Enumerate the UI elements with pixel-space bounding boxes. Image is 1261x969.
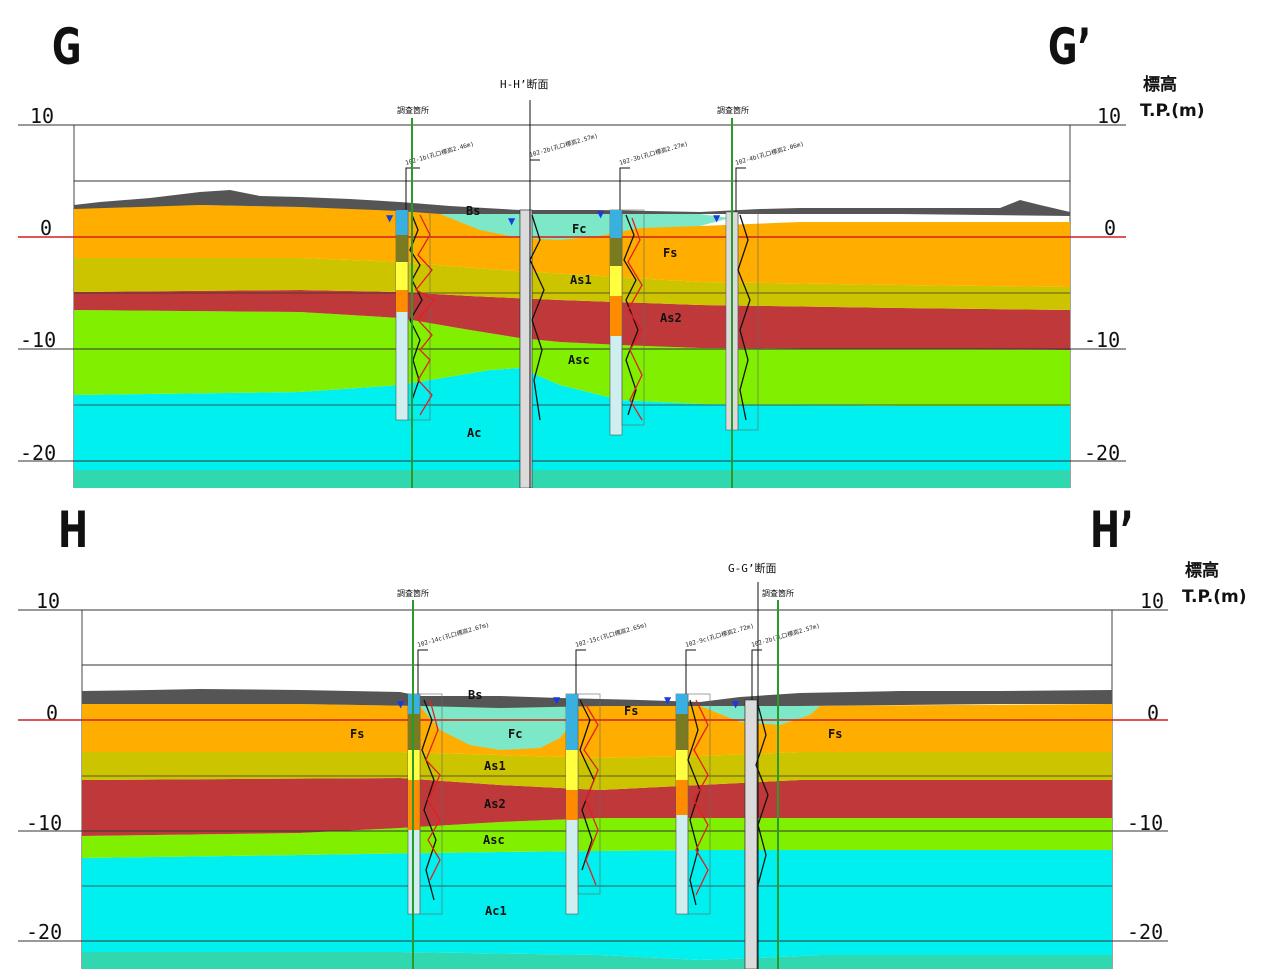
tick-right-minus20: -20 xyxy=(1084,441,1121,465)
cross-section-ref-label: H-H’断面 xyxy=(500,77,549,91)
stratum-label-fc: Fc xyxy=(572,222,586,236)
layer-bs xyxy=(74,190,1070,216)
layer-ac xyxy=(74,368,1070,470)
tick2-left-10: 10 xyxy=(36,589,61,613)
tick-left-0: 0 xyxy=(40,216,53,240)
layer-as2 xyxy=(74,290,1070,350)
marker-label-1: 調査箇所 xyxy=(397,105,429,115)
borehole-1: ▼ xyxy=(386,209,435,421)
cross-section-gg-diagram: ▼ ▼ ▼ ▼ xyxy=(18,77,1126,488)
marker2-label-1: 調査箇所 xyxy=(397,588,429,598)
tick-left-minus10: -10 xyxy=(20,328,57,352)
layer-fc xyxy=(440,212,730,240)
tick2-left-minus20: -20 xyxy=(26,920,63,944)
layer-asc xyxy=(74,310,1070,406)
cross-section-hh-diagram: ▼ ▼ ▼ ▼ xyxy=(18,561,1168,969)
stratum2-label-fs-right: Fs xyxy=(828,727,842,741)
section-label-g-prime: G’ xyxy=(1048,18,1092,76)
section-label-h-prime: H’ xyxy=(1090,501,1134,559)
borehole-2: ▼ xyxy=(508,209,545,488)
elevation-title-2: 標高 xyxy=(1185,561,1219,581)
stratum2-label-fc: Fc xyxy=(508,727,522,741)
stratum-label-ac: Ac xyxy=(467,426,481,440)
layer2-fs xyxy=(82,704,1112,758)
stratum2-label-asc: Asc xyxy=(483,833,505,847)
layer-deep xyxy=(74,470,1070,488)
svg-text:▼: ▼ xyxy=(553,693,561,707)
marker-label-2: 調査箇所 xyxy=(717,105,749,115)
tick2-right-minus10: -10 xyxy=(1127,811,1164,835)
tick2-left-0: 0 xyxy=(46,701,59,725)
borehole2-2: ▼ xyxy=(553,693,601,915)
layer2-ac1 xyxy=(82,850,1112,960)
stratum-label-asc: Asc xyxy=(568,353,590,367)
tick-right-10: 10 xyxy=(1097,104,1122,128)
stratum2-label-fs-left: Fs xyxy=(350,727,364,741)
layer-as1 xyxy=(74,258,1070,310)
borehole-3: ▼ xyxy=(597,207,645,436)
stratum-label-bs: Bs xyxy=(466,204,480,218)
tick-right-0: 0 xyxy=(1104,216,1117,240)
tick-left-minus20: -20 xyxy=(20,441,57,465)
stratum2-label-as1: As1 xyxy=(484,759,506,773)
section-label-g: G xyxy=(52,18,82,76)
section-label-h: H xyxy=(58,501,89,559)
stratum-label-as1: As1 xyxy=(570,273,592,287)
stratum2-label-fs-mid: Fs xyxy=(624,704,638,718)
layer2-as2 xyxy=(82,778,1112,836)
elevation-unit: T.P.(m) xyxy=(1140,101,1205,121)
stratum-label-fs: Fs xyxy=(663,246,677,260)
svg-text:▼: ▼ xyxy=(713,211,721,225)
svg-text:▼: ▼ xyxy=(397,697,405,711)
svg-text:▼: ▼ xyxy=(597,207,605,221)
svg-text:▼: ▼ xyxy=(732,697,740,711)
tick2-right-minus20: -20 xyxy=(1127,920,1164,944)
marker2-label-2: 調査箇所 xyxy=(762,588,794,598)
layer-fs xyxy=(74,205,1070,287)
tick2-left-minus10: -10 xyxy=(26,811,63,835)
stratum2-label-bs: Bs xyxy=(468,688,482,702)
layer2-bs xyxy=(82,689,1112,708)
cross-section-ref-label-2: G-G’断面 xyxy=(728,561,777,575)
layer2-asc xyxy=(82,818,1112,858)
borehole2-4: ▼ xyxy=(732,697,769,969)
elevation-title: 標高 xyxy=(1143,75,1177,95)
layer2-fc xyxy=(420,706,580,750)
elevation-unit-2: T.P.(m) xyxy=(1182,587,1247,607)
svg-text:▼: ▼ xyxy=(508,214,516,228)
stratum2-label-as2: As2 xyxy=(484,797,506,811)
borehole2-3: ▼ xyxy=(664,693,711,915)
svg-text:▼: ▼ xyxy=(664,693,672,707)
tick2-right-0: 0 xyxy=(1147,701,1160,725)
tick2-right-10: 10 xyxy=(1140,589,1165,613)
stratum-label-as2: As2 xyxy=(660,311,682,325)
tick-left-10: 10 xyxy=(30,104,55,128)
layer2-deep xyxy=(82,952,1112,969)
svg-text:▼: ▼ xyxy=(386,211,394,225)
tick-right-minus10: -10 xyxy=(1084,328,1121,352)
stratum2-label-ac1: Ac1 xyxy=(485,904,507,918)
